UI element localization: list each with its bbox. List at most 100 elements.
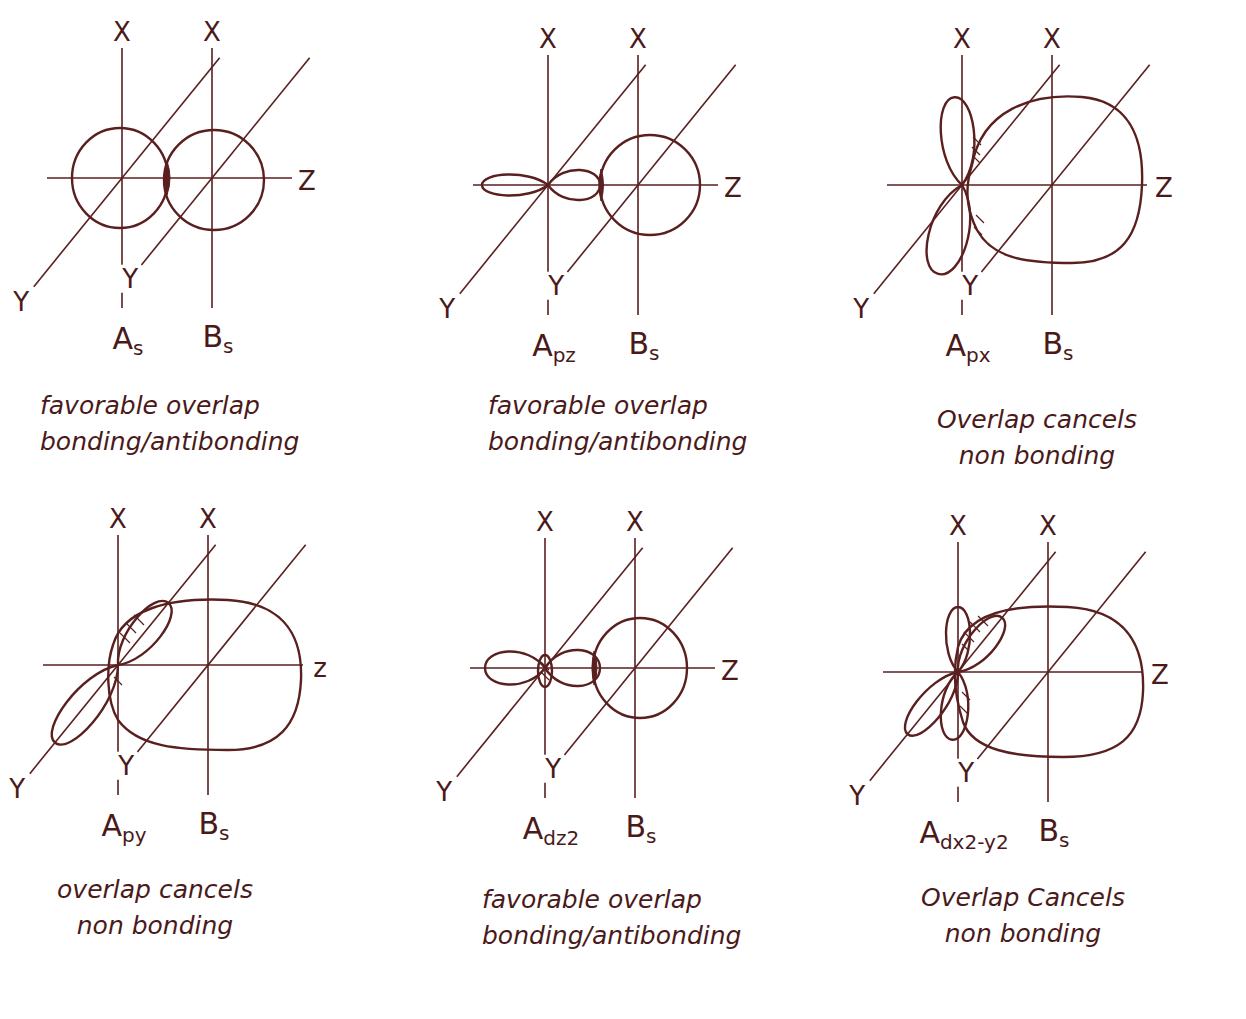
- caption-note: overlap cancels non bonding: [30, 872, 280, 945]
- caption-note: favorable overlap bonding/antibonding: [488, 388, 788, 461]
- orbital-label: Bs: [626, 327, 661, 360]
- orbital-subscript: py: [122, 823, 147, 847]
- orbital-lobe: [955, 606, 1143, 757]
- orbital-subscript: s: [223, 334, 233, 358]
- orbital-panel: [870, 542, 1146, 802]
- axis-label: X: [1041, 25, 1063, 54]
- overlap-hatching: [541, 662, 549, 680]
- overlap-hatching: [114, 615, 144, 685]
- orbital-lobe: [538, 655, 552, 687]
- axis-label: X: [534, 508, 556, 537]
- axis-line: [460, 65, 646, 294]
- orbital-label: Apx: [943, 329, 992, 362]
- orbital-subscript: dz2: [543, 826, 579, 850]
- axis-label: z: [311, 654, 329, 683]
- orbital-atom: A: [101, 808, 122, 843]
- axis-label: Y: [120, 265, 140, 294]
- orbital-label: Bs: [1040, 327, 1075, 360]
- axis-label: Z: [296, 167, 318, 196]
- orbital-subscript: s: [219, 821, 229, 845]
- orbital-panel: [874, 55, 1150, 315]
- axis-label: Y: [546, 272, 566, 301]
- axis-line: [137, 545, 305, 752]
- orbital-lobe: [967, 96, 1142, 263]
- axis-line: [457, 548, 643, 777]
- axis-line: [43, 664, 303, 666]
- orbital-lobe: [485, 651, 545, 684]
- axis-label: X: [947, 512, 969, 541]
- orbital-atom: B: [198, 806, 219, 841]
- orbital-lobe: [958, 616, 1005, 672]
- axis-label: Y: [7, 775, 27, 804]
- axis-line: [887, 184, 1147, 186]
- axis-line: [30, 545, 216, 774]
- orbital-panel: [457, 538, 733, 798]
- orbital-label: Apz: [530, 329, 578, 362]
- orbital-subscript: s: [649, 341, 659, 365]
- orbital-lobe: [905, 672, 958, 736]
- axis-label: X: [1037, 512, 1059, 541]
- orbital-atom: B: [628, 326, 649, 361]
- axis-label: X: [111, 18, 133, 47]
- axis-label: Y: [116, 752, 136, 781]
- orbital-subscript: px: [966, 343, 991, 367]
- orbital-lobe: [927, 185, 971, 274]
- axis-line: [141, 58, 309, 265]
- orbital-atom: B: [625, 809, 646, 844]
- orbital-label: Bs: [200, 320, 235, 353]
- axis-label: X: [201, 18, 223, 47]
- orbital-label: As: [111, 322, 146, 355]
- orbital-subscript: s: [646, 824, 656, 848]
- axis-label: X: [627, 25, 649, 54]
- axis-label: Y: [960, 272, 980, 301]
- orbital-panel: [34, 48, 310, 308]
- axis-label: Y: [851, 295, 871, 324]
- orbital-panel: [30, 535, 306, 795]
- caption-note: Overlap cancels non bonding: [912, 402, 1162, 475]
- orbital-atom: B: [202, 319, 223, 354]
- orbital-lobe: [545, 650, 600, 686]
- axis-line: [977, 552, 1145, 759]
- overlap-shading: [592, 651, 597, 685]
- caption-note: Overlap Cancels non bonding: [898, 880, 1148, 953]
- orbital-lobe: [593, 618, 687, 718]
- axis-line: [567, 65, 735, 272]
- orbital-atom: A: [113, 321, 134, 356]
- orbital-label: Bs: [623, 810, 658, 843]
- axis-label: X: [197, 505, 219, 534]
- axis-label: Y: [434, 778, 454, 807]
- axis-label: X: [537, 25, 559, 54]
- overlap-shading: [599, 169, 604, 201]
- axis-label: Z: [719, 657, 741, 686]
- orbital-label: Adx2-y2: [917, 816, 1010, 849]
- orbital-label: Bs: [196, 807, 231, 840]
- orbital-subscript: dx2-y2: [940, 830, 1009, 854]
- caption-note: favorable overlap bonding/antibonding: [40, 388, 340, 461]
- overlap-shading: [165, 161, 171, 195]
- axis-label: Y: [437, 295, 457, 324]
- overlap-hatching: [960, 616, 988, 714]
- overlap-hatching: [972, 137, 984, 235]
- orbital-panel: [460, 55, 736, 315]
- orbital-atom: A: [523, 811, 544, 846]
- orbital-atom: A: [945, 328, 966, 363]
- orbital-lobe: [482, 174, 548, 195]
- caption-note: favorable overlap bonding/antibonding: [482, 882, 802, 955]
- orbital-subscript: s: [1059, 828, 1069, 852]
- axis-label: Z: [1149, 661, 1171, 690]
- orbital-label: Apy: [99, 809, 148, 842]
- orbital-lobe: [164, 130, 264, 230]
- axis-label: Z: [1153, 174, 1175, 203]
- orbital-lobe: [72, 128, 168, 228]
- orbital-lobe: [108, 600, 301, 750]
- axis-line: [870, 552, 1056, 781]
- axis-label: X: [624, 508, 646, 537]
- orbital-subscript: s: [133, 336, 143, 360]
- orbital-atom: A: [532, 328, 553, 363]
- orbital-atom: B: [1038, 813, 1059, 848]
- axis-line: [34, 58, 220, 287]
- orbital-lobe: [600, 135, 700, 235]
- axis-label: X: [107, 505, 129, 534]
